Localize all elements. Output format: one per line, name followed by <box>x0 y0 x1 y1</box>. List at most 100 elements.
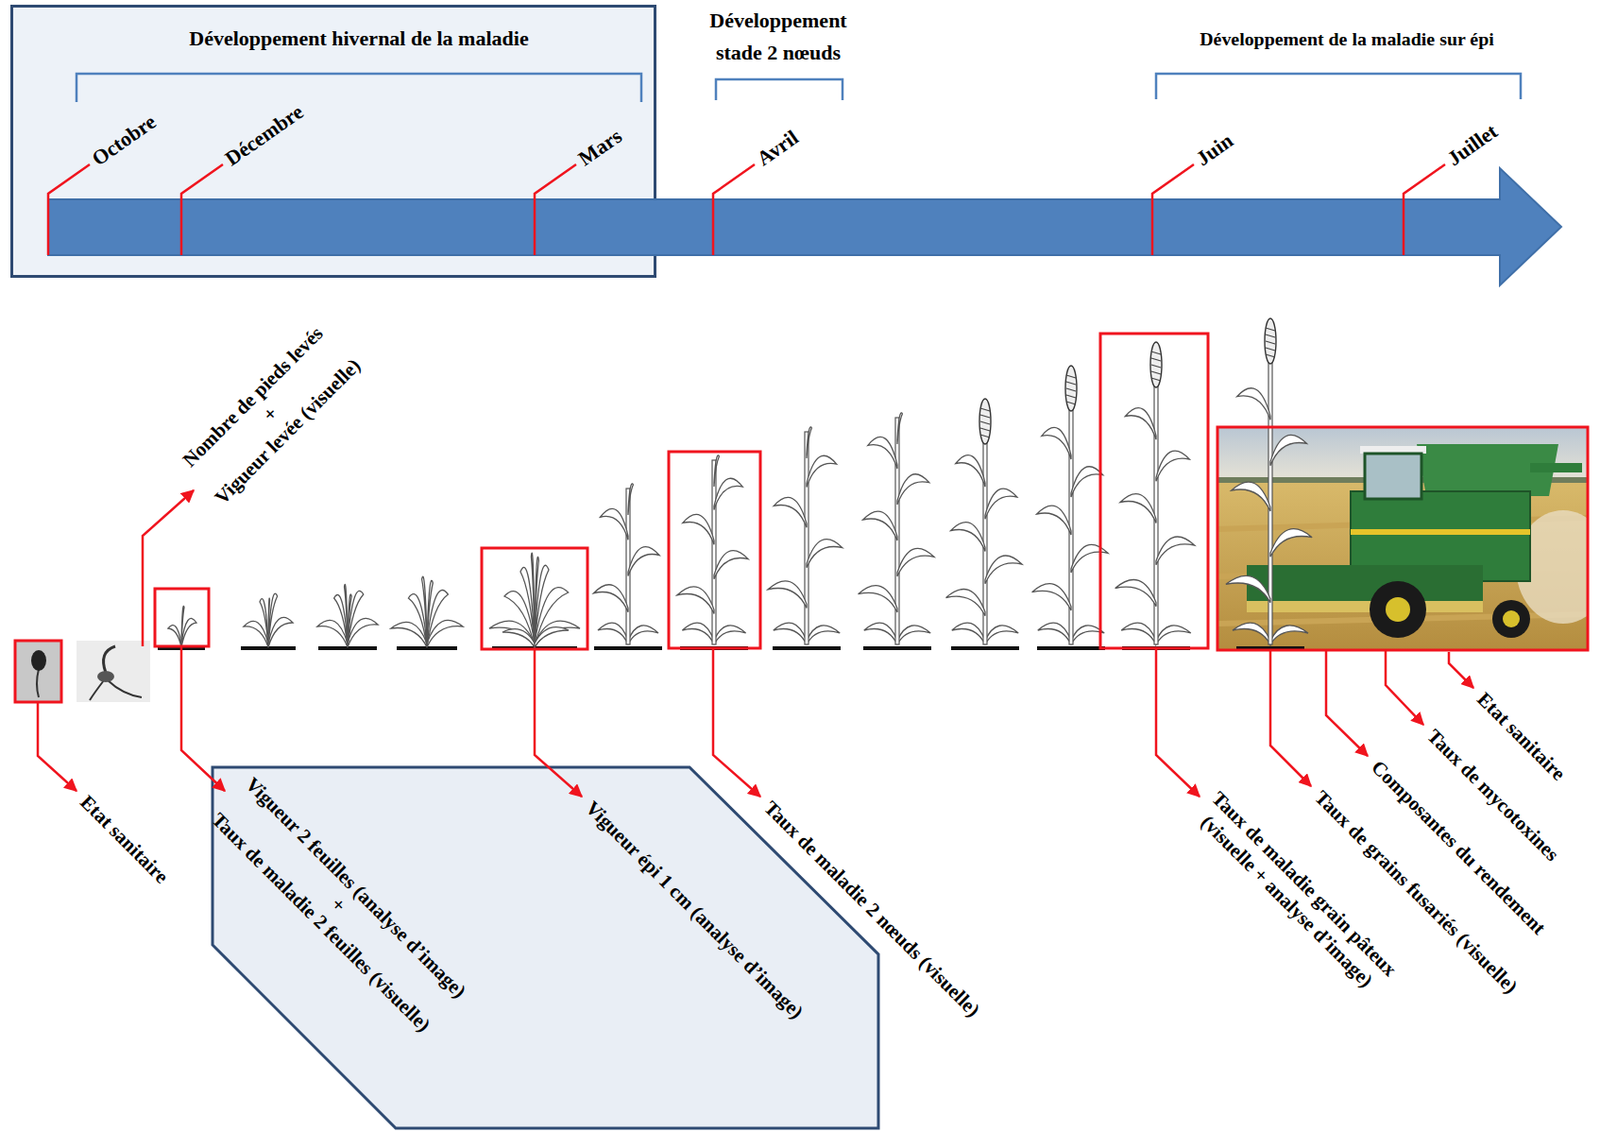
wheat-leaf <box>863 510 898 541</box>
highlight-box <box>481 547 588 649</box>
wheat-ear <box>1151 377 1161 381</box>
seed-image <box>31 649 47 671</box>
wheat-leaf <box>951 522 986 552</box>
wheat-ear <box>1066 401 1076 405</box>
wheat-leaf <box>628 483 633 515</box>
wheat-leaf <box>714 477 743 510</box>
wheat-ear <box>1066 374 1076 378</box>
wheat-ear <box>1265 340 1276 344</box>
wheat-leaf <box>594 584 630 613</box>
highlight-box <box>668 451 761 648</box>
wheat-leaf <box>1270 528 1312 558</box>
wheat-leaf <box>597 622 629 645</box>
wheat-leaf <box>864 622 898 645</box>
wheat-leaf <box>897 547 935 577</box>
wheat-leaf <box>714 455 719 487</box>
wheat-leaf <box>773 622 807 645</box>
month-label: Juin <box>1191 128 1239 172</box>
wheat-leaf <box>534 627 569 647</box>
harvest-photo <box>1246 600 1483 613</box>
panel-title: Développement hivernal de la maladie <box>94 25 624 52</box>
wheat-leaf <box>677 586 715 614</box>
wheat-leaf <box>682 513 715 545</box>
wheat-leaf <box>955 455 986 488</box>
wheat-ear <box>1065 365 1077 411</box>
timeline-arrow <box>48 168 1562 286</box>
wheat-leaf <box>767 580 807 609</box>
highlight-box <box>1217 426 1588 650</box>
wheat-leaf <box>1237 388 1271 421</box>
wheat-stem <box>712 459 716 645</box>
wheat-ear <box>980 427 990 431</box>
wheat-leaf <box>181 605 185 647</box>
leader-arrow <box>142 490 194 647</box>
wheat-ear <box>1265 334 1276 338</box>
period-bracket <box>1156 73 1521 100</box>
harvest-photo <box>1217 426 1588 650</box>
leader-arrow <box>1448 651 1474 688</box>
wheat-ear <box>1151 364 1161 368</box>
harvest-photo <box>1530 462 1583 473</box>
wheat-leaf <box>1115 578 1157 606</box>
leader-arrow <box>37 490 1474 797</box>
wheat-leaf <box>806 426 812 459</box>
harvest-photo <box>1350 528 1531 535</box>
wheat-leaf <box>259 598 269 647</box>
germinating-seed-image <box>103 646 116 673</box>
wheat-leaf <box>1071 466 1104 497</box>
wheat-leaf <box>1270 434 1307 465</box>
wheat-leaf <box>391 621 427 647</box>
wheat-leaf <box>426 619 463 647</box>
wheat-leaf <box>1121 622 1157 645</box>
wheat-ear <box>1151 357 1161 361</box>
wheat-ear <box>1150 341 1162 388</box>
germinating-seed-image <box>107 680 142 698</box>
measure-label: + <box>192 335 349 492</box>
wheat-ear <box>1066 394 1076 398</box>
wheat-leaf <box>317 619 348 647</box>
leader-arrow <box>1385 649 1424 725</box>
wheat-leaf <box>985 555 1022 584</box>
wheat-stem <box>804 431 809 645</box>
period-heading-group: Développement stade 2 nœuds <box>693 4 864 69</box>
wheat-ear <box>1265 354 1276 358</box>
month-label: Juillet <box>1442 119 1503 172</box>
wheat-ear <box>979 398 991 444</box>
timeline-arrow <box>48 168 1562 286</box>
wheat-leaf <box>985 488 1018 519</box>
wheat-leaf <box>1120 493 1157 524</box>
wheat-leaf <box>268 616 293 647</box>
wheat-leaf <box>347 590 364 647</box>
month-tick <box>1403 164 1446 256</box>
wheat-leaf <box>1156 450 1190 481</box>
wheat-ear <box>1265 347 1276 351</box>
measure-label: Taux de maladie grain pâteux <box>1207 785 1403 982</box>
leader-arrow <box>1156 647 1200 797</box>
wheat-leaf <box>628 546 660 577</box>
period-heading: Développement stade 2 nœuds <box>693 4 864 69</box>
wheat-leaf <box>897 474 930 505</box>
wheat-leaf <box>681 622 715 645</box>
measure-label: Etat sanitaire <box>75 789 174 888</box>
month-tick <box>48 164 1446 256</box>
month-tick <box>48 164 90 256</box>
wheat-leaf <box>714 550 749 579</box>
wheat-ear <box>1265 327 1276 331</box>
leader-arrow <box>1270 649 1311 786</box>
soil-line <box>772 646 841 650</box>
measure-label: Composantes du rendement <box>1366 754 1551 939</box>
wheat-leaf <box>344 584 349 648</box>
month-label: Avril <box>751 124 803 171</box>
wheat-leaf <box>714 625 747 645</box>
wheat-leaf <box>1037 505 1072 535</box>
wheat-leaf <box>1225 575 1271 602</box>
month-label-group: Avril <box>751 124 803 171</box>
wheat-ear <box>1066 388 1076 392</box>
wheat-leaf <box>268 597 271 647</box>
measure-label-group: Etat sanitaire <box>75 789 174 888</box>
wheat-ear <box>980 414 990 418</box>
harvest-photo <box>1364 453 1422 499</box>
wheat-leaf <box>1156 536 1195 565</box>
germinating-seed-image <box>97 670 115 682</box>
wheat-leaf <box>1038 622 1072 645</box>
